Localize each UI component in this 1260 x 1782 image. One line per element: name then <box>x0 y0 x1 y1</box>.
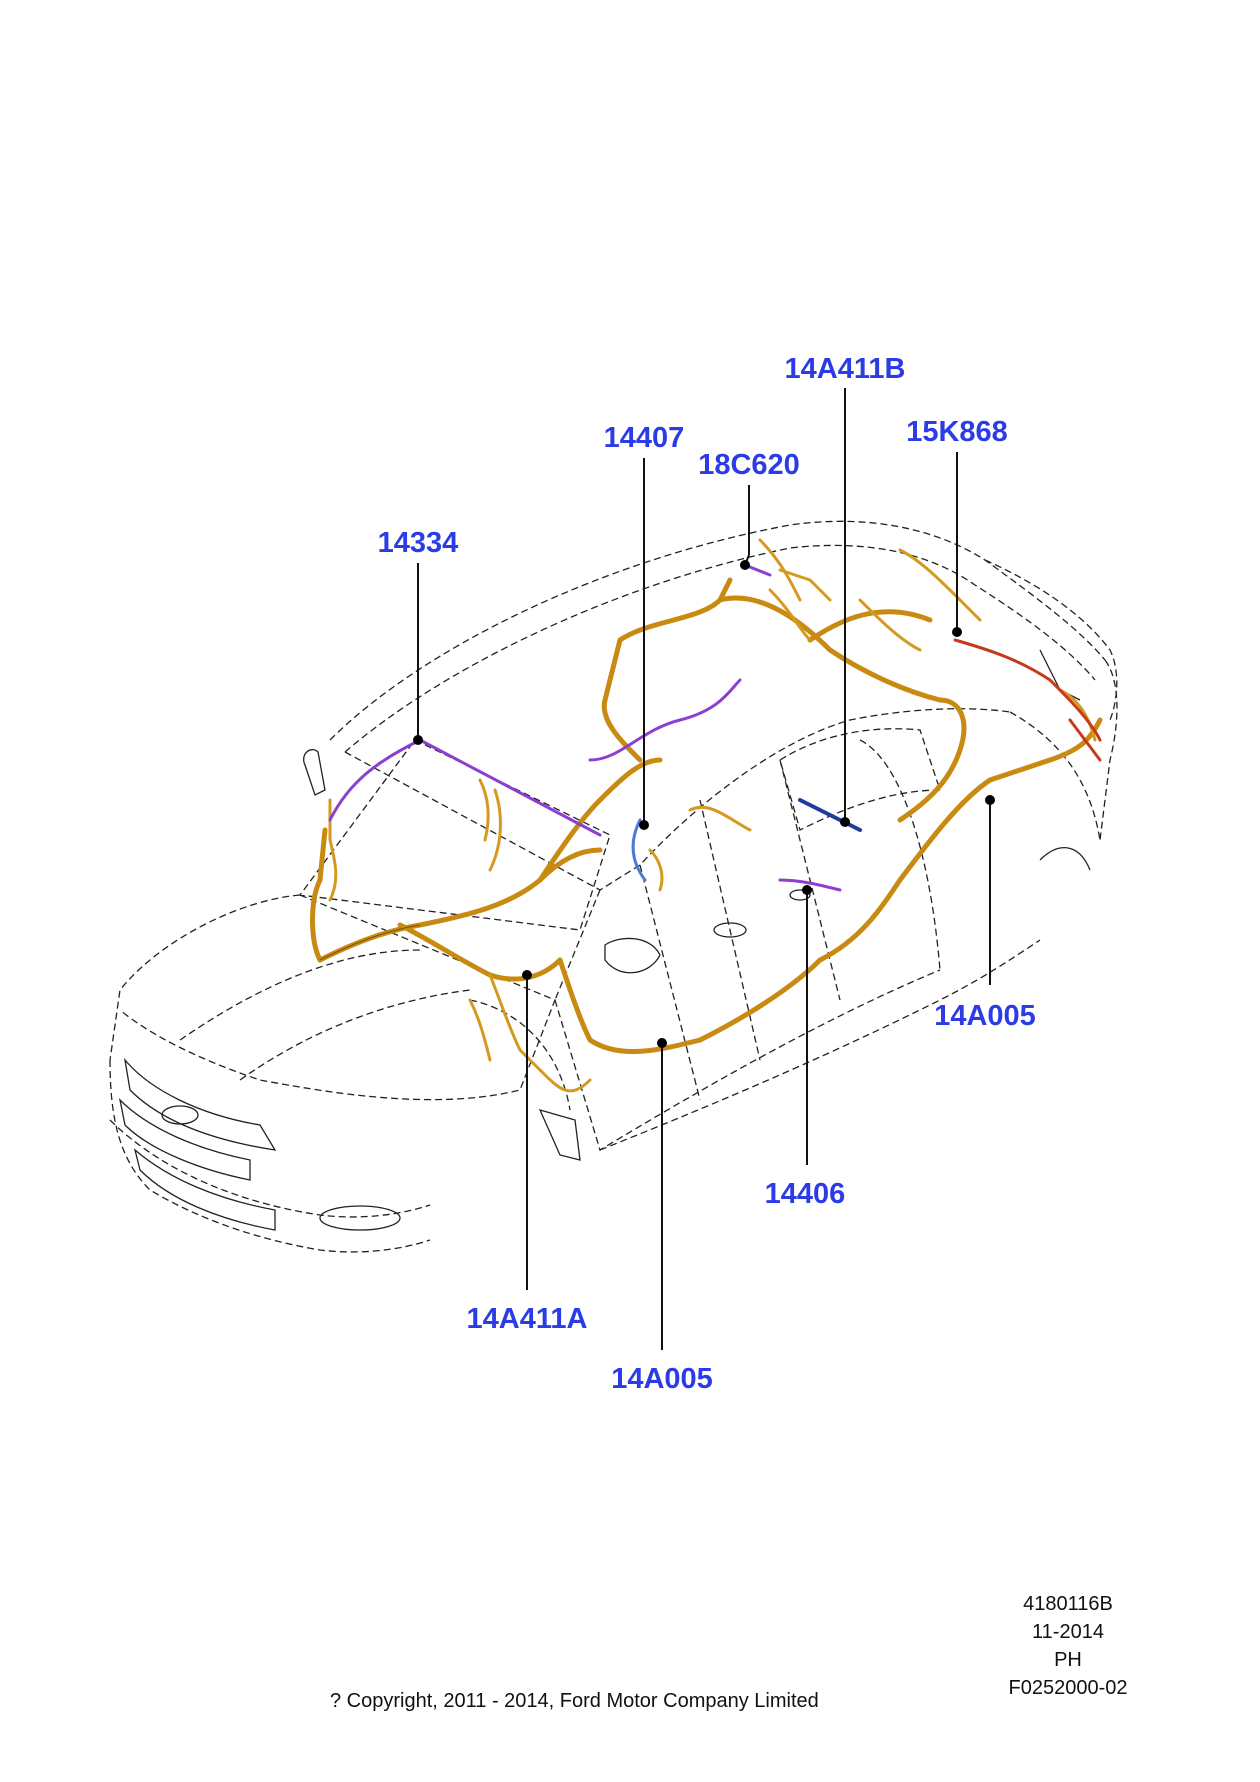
callout-dot-14334 <box>413 735 423 745</box>
callout-label-14407: 14407 <box>604 422 685 454</box>
callout-dot-14407 <box>639 820 649 830</box>
drawing-code: 4180116B <box>1023 1593 1113 1615</box>
callout-dot-14A411A <box>522 970 532 980</box>
callout-dot-15K868 <box>952 627 962 637</box>
drawing-date: 11-2014 <box>1032 1621 1104 1643</box>
callout-label-14A411B: 14A411B <box>785 353 906 385</box>
callout-dot-14406 <box>802 885 812 895</box>
callout-label-15K868: 15K868 <box>906 416 1008 448</box>
wiring-harness <box>310 538 1103 1093</box>
callout-label-14A005-bottom: 14A005 <box>611 1363 713 1395</box>
drawing-metadata: 4180116B 11-2014 PH F0252000-02 <box>968 1590 1168 1702</box>
callout-dot-14A005-bottom <box>657 1038 667 1048</box>
callout-dot-18C620 <box>740 560 750 570</box>
callout-dot-14A005-right <box>985 795 995 805</box>
copyright-notice: ? Copyright, 2011 - 2014, Ford Motor Com… <box>330 1690 819 1712</box>
callout-label-14334: 14334 <box>378 527 459 559</box>
car-outline <box>109 520 1118 1253</box>
callout-label-18C620: 18C620 <box>698 449 800 481</box>
callout-label-14406: 14406 <box>765 1178 846 1210</box>
drawing-initials: PH <box>1054 1649 1082 1671</box>
figure-number: F0252000-02 <box>1008 1677 1128 1699</box>
callout-label-14A005-right: 14A005 <box>934 1000 1036 1032</box>
callout-labels: 14A411B 14407 18C620 15K868 14334 14A005… <box>378 353 1036 1395</box>
callout-label-14A411A: 14A411A <box>467 1303 588 1335</box>
callout-dot-14A411B <box>840 817 850 827</box>
leader-lines <box>413 388 995 1350</box>
